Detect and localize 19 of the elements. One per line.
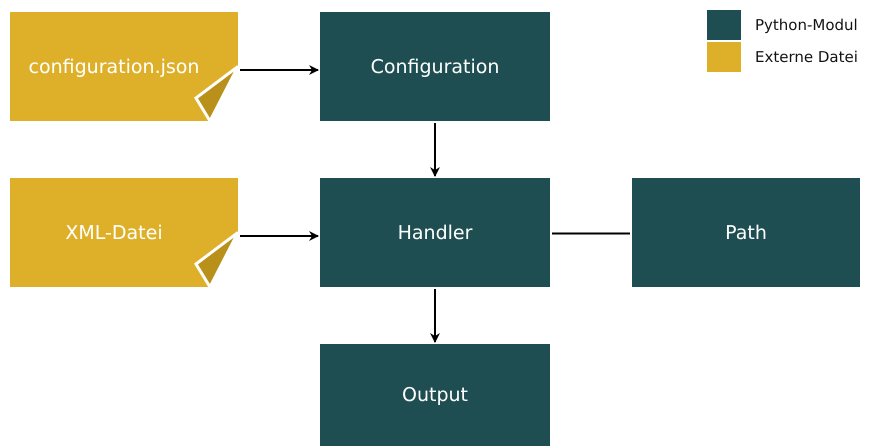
arrow (240, 231, 319, 241)
file-shape (10, 178, 238, 287)
node-label: Handler (398, 222, 472, 244)
connector-line (552, 232, 630, 234)
node-label: configuration.json (28, 56, 200, 78)
module-box (320, 344, 550, 446)
module-box (632, 178, 860, 287)
node-label: Path (725, 222, 767, 244)
node-label: Output (402, 384, 468, 406)
file-shape (10, 12, 238, 121)
legend-label: Python-Modul (755, 16, 858, 34)
node-label: Configuration (370, 56, 500, 78)
arrow (430, 123, 440, 177)
node-label: XML-Datei (65, 222, 163, 244)
legend-label: Externe Datei (755, 48, 858, 66)
arrow (240, 65, 319, 75)
module-box (320, 178, 550, 287)
arrow (430, 289, 440, 343)
module-box (320, 12, 550, 121)
